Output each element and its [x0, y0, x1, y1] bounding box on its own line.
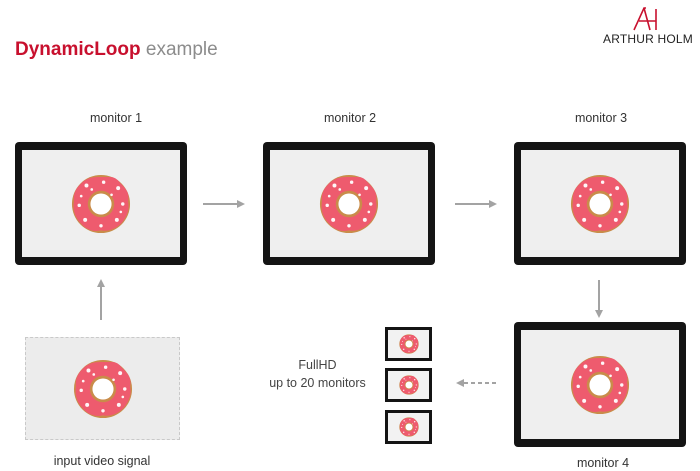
mini-screen [388, 371, 429, 399]
monitor-3 [514, 142, 686, 265]
monitor-1 [15, 142, 187, 265]
mini-screen [388, 330, 429, 358]
monitor-4-label: monitor 4 [576, 456, 630, 470]
mini-monitor [385, 368, 432, 402]
fullhd-line-2: up to 20 monitors [269, 376, 366, 390]
monitor-3-label: monitor 3 [574, 111, 628, 125]
monitor-screen [521, 150, 679, 257]
ah-monogram-icon [633, 7, 657, 31]
monitor-screen [22, 150, 180, 257]
arthur-holm-logo: ARTHUR HOLM [600, 6, 696, 46]
monitor-1-label: monitor 1 [89, 111, 143, 125]
input-video-signal-box [25, 337, 180, 440]
page-title: DynamicLoop example [15, 38, 218, 62]
logo-text: ARTHUR HOLM [603, 32, 693, 46]
title-rest: example [140, 39, 218, 60]
monitor-screen [270, 150, 428, 257]
input-video-signal-label: input video signal [53, 454, 151, 468]
monitor-2 [263, 142, 435, 265]
fullhd-line-1: FullHD [298, 358, 337, 372]
mini-screen [388, 413, 429, 441]
title-accent: DynamicLoop [15, 39, 141, 60]
monitor-4 [514, 322, 686, 447]
monitor-screen [521, 330, 679, 439]
mini-monitor [385, 410, 432, 444]
mini-monitor [385, 327, 432, 361]
fullhd-caption: FullHD up to 20 monitors [250, 356, 385, 392]
monitor-2-label: monitor 2 [323, 111, 377, 125]
